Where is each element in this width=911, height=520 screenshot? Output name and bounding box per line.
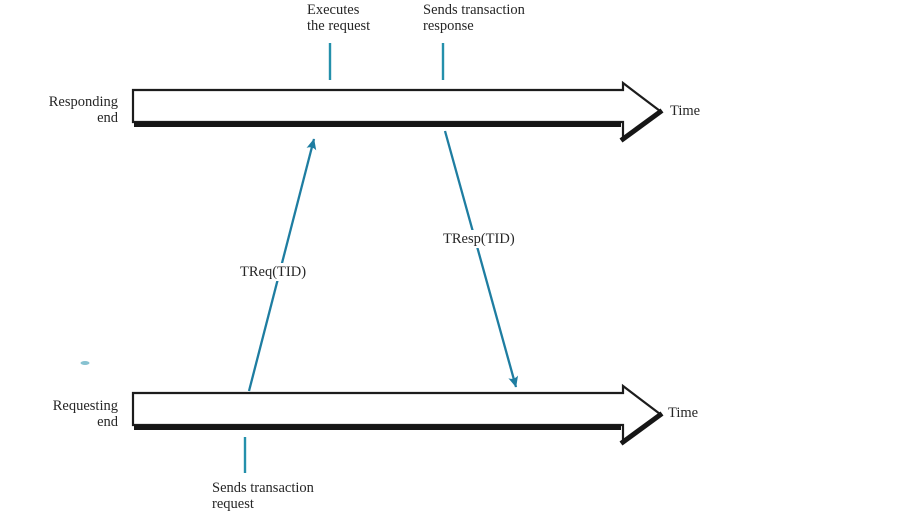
requesting-timeline-arrow <box>131 383 664 446</box>
treq-message-label: TReq(TID) <box>237 263 310 281</box>
tresp-message-arrow <box>443 130 519 388</box>
responding-end-line1: Responding <box>48 94 118 110</box>
sends-request-label: Sends transaction request <box>212 480 314 512</box>
responding-end-label: Responding end <box>36 94 118 126</box>
sends-request-line1: Sends transaction <box>212 480 314 496</box>
sends-response-line2: response <box>423 18 474 34</box>
sends-response-line1: Sends transaction <box>423 2 525 18</box>
requesting-time-label: Time <box>668 405 699 421</box>
responding-end-line2: end <box>97 110 118 126</box>
executes-request-line1: Executes <box>307 2 360 18</box>
stray-ink-mark <box>80 361 90 365</box>
executes-request-label: Executes the request <box>307 2 370 34</box>
responding-timeline-arrow <box>131 80 664 143</box>
responding-time-label: Time <box>670 103 701 119</box>
requesting-end-line2: end <box>97 414 118 430</box>
requesting-end-label: Requesting end <box>36 398 118 430</box>
requesting-end-line1: Requesting <box>52 398 118 414</box>
executes-request-line2: the request <box>307 18 371 34</box>
sends-response-label: Sends transaction response <box>423 2 525 34</box>
sends-request-line2: request <box>212 496 254 512</box>
tresp-message-label: TResp(TID) <box>440 230 518 248</box>
